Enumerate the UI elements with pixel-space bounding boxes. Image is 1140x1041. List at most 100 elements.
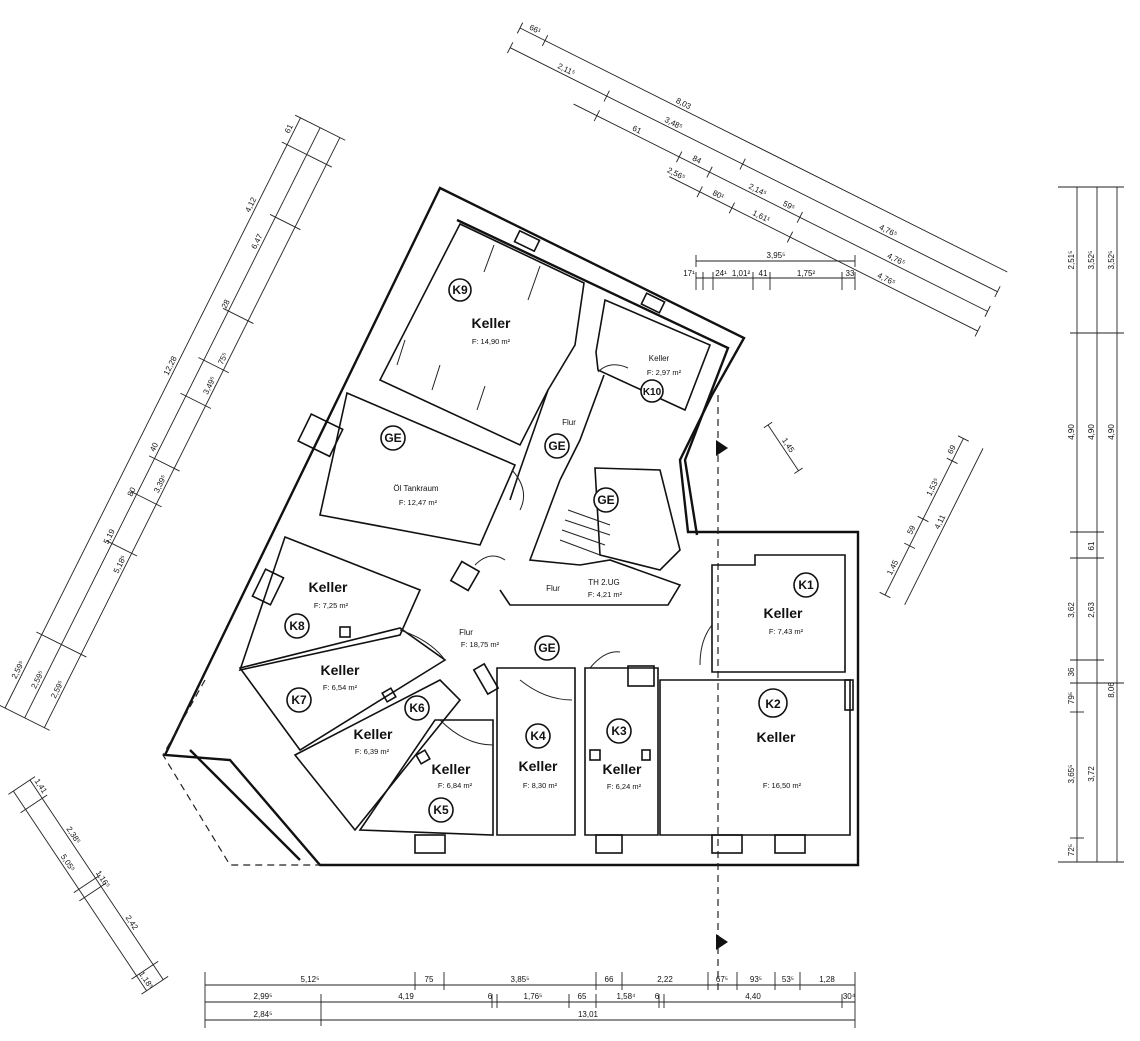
room-area: F: 6,84 m² <box>438 781 473 790</box>
dim-b2-6: 1,58⁴ <box>616 992 636 1001</box>
room-tag-circle <box>640 379 664 403</box>
dim-b2-1: 2,99⁵ <box>254 992 273 1001</box>
room-tag: K3 <box>611 724 627 738</box>
room-tag: K2 <box>765 697 781 711</box>
room-k8[interactable]: Keller F: 7,25 m² K8 <box>284 579 349 639</box>
room-k4[interactable]: K4 Keller F: 8,30 m² <box>519 723 558 790</box>
room-oel-tankraum[interactable]: GE Öl Tankraum F: 12,47 m² <box>380 425 439 507</box>
room-k7[interactable]: Keller F: 6,54 m² K7 <box>286 662 360 713</box>
dim-top-6: 61 <box>631 124 643 136</box>
room-tag: GE <box>538 641 555 655</box>
room-th-2ug[interactable]: GE Flur TH 2.UG F: 4,21 m² <box>546 487 623 599</box>
room-tag: GE <box>548 439 565 453</box>
dim-r-c1: 3,52⁵ <box>1107 251 1116 270</box>
bottom-left-dimension-chain: 1,41 2,38⁵ 1,16⁵ 5,05⁵ 2,42 1,18⁵ <box>8 776 169 995</box>
room-name: Keller <box>757 729 796 745</box>
room-tag: K9 <box>452 283 468 297</box>
dim-left-7: 75⁵ <box>216 351 230 366</box>
dim-b2-5: 65 <box>578 992 587 1001</box>
room-flur-main[interactable]: Flur F: 18,75 m² GE <box>459 628 560 661</box>
section-arrow-top <box>716 440 728 456</box>
room-k10[interactable]: Keller F: 2,97 m² K10 <box>640 354 682 403</box>
dim-top-4: 8,03 <box>674 96 692 111</box>
dim-bl-1: 1,41 <box>33 777 49 795</box>
room-name: Keller <box>354 726 393 742</box>
room-name: Keller <box>519 758 558 774</box>
dim-rm-4: 59 <box>905 523 917 535</box>
room-tag-circle <box>544 433 570 459</box>
dim-rm-5: 1,45 <box>885 558 900 576</box>
room-tag-circle <box>284 613 310 639</box>
dim-b2-8: 4,40 <box>745 992 761 1001</box>
dim-r-a5: 79⁵ <box>1067 692 1076 704</box>
room-tag: K7 <box>291 693 307 707</box>
room-area: F: 16,50 m² <box>763 781 802 790</box>
right-dimension-chains: 2,51⁵ 4,90 3,62 36 79⁵ 3,65⁵ 72⁵ 3,52⁵ 4… <box>1058 186 1124 863</box>
dim-b1-5: 2,22 <box>657 975 673 984</box>
room-name: Öl Tankraum <box>393 484 439 493</box>
room-k1[interactable]: K1 Keller F: 7,43 m² <box>764 572 819 636</box>
room-tag-circle <box>534 635 560 661</box>
dim-b1-8: 53⁵ <box>782 975 794 984</box>
dim-r-a6: 3,65⁵ <box>1067 765 1076 784</box>
dim-r-c3: 8,06 <box>1107 682 1116 698</box>
room-area: F: 6,24 m² <box>607 782 642 791</box>
small-top-3: 1,01² <box>732 269 751 278</box>
room-tag-circle <box>448 278 472 302</box>
room-area: F: 4,21 m² <box>588 590 623 599</box>
dim-left-10: 5,19 <box>102 527 117 545</box>
room-area: F: 8,30 m² <box>523 781 558 790</box>
dim-top-1: 66¹ <box>528 23 543 36</box>
room-tag: K1 <box>798 578 814 592</box>
room-k9[interactable]: K9 Keller F: 14,90 m² <box>448 278 511 346</box>
dim-r-b5: 3,72 <box>1087 766 1096 782</box>
room-k5[interactable]: Keller F: 6,84 m² K5 <box>428 761 473 823</box>
dim-rm-2: 69 <box>946 443 958 455</box>
room-tag: K8 <box>289 619 305 633</box>
section-arrow-bottom <box>716 934 728 950</box>
small-top-4: 41 <box>759 269 768 278</box>
room-name: Flur <box>459 628 473 637</box>
room-area: F: 6,39 m² <box>355 747 390 756</box>
room-name: Flur <box>562 418 576 427</box>
dim-r-a3: 3,62 <box>1067 602 1076 618</box>
dim-r-a7: 72⁵ <box>1067 844 1076 856</box>
dim-rm-6: 4,11 <box>933 513 948 531</box>
interior-walls <box>238 222 854 854</box>
room-tag-circle <box>428 797 454 823</box>
dim-b2-7: 6 <box>655 992 660 1001</box>
room-name: Keller <box>432 761 471 777</box>
room-tag-circle <box>380 425 406 451</box>
room-area: F: 18,75 m² <box>461 640 500 649</box>
dim-b2-3: 6 <box>488 992 493 1001</box>
dim-b3-2: 13,01 <box>578 1010 599 1019</box>
room-k2[interactable]: K2 Keller F: 16,50 m² <box>757 688 802 790</box>
room-flur-top[interactable]: Flur GE <box>544 418 576 459</box>
top-dimension-chain: 66¹ 2,11⁵ 3,48⁵ 8,03 4,76⁵ 61 2,56⁵ 84 2… <box>507 22 1008 337</box>
room-tag-circle <box>758 688 788 718</box>
small-top-5: 1,75² <box>797 269 816 278</box>
room-tag: K4 <box>530 729 546 743</box>
room-area: F: 6,54 m² <box>323 683 358 692</box>
room-k3[interactable]: K3 Keller F: 6,24 m² <box>603 718 642 791</box>
room-name: Keller <box>321 662 360 678</box>
room-tag: GE <box>597 493 614 507</box>
dim-r-a1: 2,51⁵ <box>1067 251 1076 270</box>
room-tag: GE <box>384 431 401 445</box>
dim-b2-2: 4,19 <box>398 992 414 1001</box>
dim-b3-1: 2,84⁵ <box>254 1010 273 1019</box>
room-tag-circle <box>793 572 819 598</box>
dim-r-b2: 4,90 <box>1087 424 1096 440</box>
dim-b1-9: 1,28 <box>819 975 835 984</box>
room-tag-circle <box>525 723 551 749</box>
dim-b2-9: 30⁴ <box>843 992 856 1001</box>
room-tag-circle <box>593 487 619 513</box>
room-area: F: 12,47 m² <box>399 498 438 507</box>
dim-left-11: 80 <box>126 485 138 497</box>
dim-r-b3: 61 <box>1087 541 1096 550</box>
room-tag-circle <box>404 695 430 721</box>
room-k6[interactable]: K6 Keller F: 6,39 m² <box>354 695 430 756</box>
dim-r-b4: 2,63 <box>1087 602 1096 618</box>
dim-b1-3: 3,85⁵ <box>511 975 530 984</box>
room-tag-circle <box>286 687 312 713</box>
